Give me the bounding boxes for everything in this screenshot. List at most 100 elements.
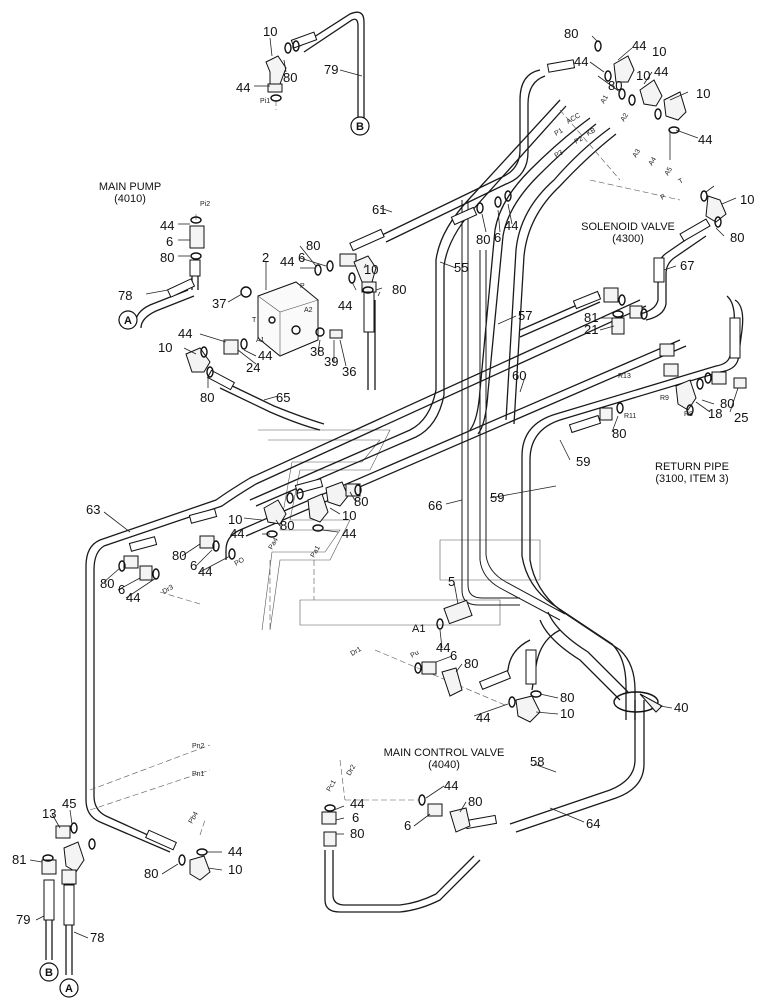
part-number: 80	[280, 518, 294, 533]
part-number: 10	[364, 262, 378, 277]
part-number: 79	[16, 912, 30, 927]
part-number: 81	[12, 852, 26, 867]
manifold-block-2: P T A1 A2	[240, 281, 343, 357]
part-number: 44	[126, 590, 140, 605]
o-rings	[42, 40, 722, 866]
part-number: 44	[230, 526, 244, 541]
port-label-a4: A4	[648, 156, 658, 167]
part-number: 44	[258, 348, 272, 363]
part-number: 44	[338, 298, 352, 313]
part-number: 80	[350, 826, 364, 841]
part-number: 80	[200, 390, 214, 405]
part-number: 80	[730, 230, 744, 245]
part-number: 39	[324, 354, 338, 369]
part-number: 10	[158, 340, 172, 355]
part-number: 78	[118, 288, 132, 303]
port-label-p1: P1	[554, 127, 565, 137]
connector-a-bottom-label: A	[65, 983, 73, 995]
connector-b-top	[350, 116, 370, 136]
part-number: 55	[454, 260, 468, 275]
part-number: 45	[62, 796, 76, 811]
part-number: 40	[674, 700, 688, 715]
part-number: 37	[212, 296, 226, 311]
part-number: 2	[262, 250, 269, 265]
part-number: 80	[468, 794, 482, 809]
part-number: 44	[178, 326, 192, 341]
part-number: 44	[236, 80, 250, 95]
part-number: 44	[654, 64, 668, 79]
port-label-p: P	[300, 283, 305, 290]
part-number-labels: 10 80 79 44 80 44 10 44 10 80 10 44 44 1…	[12, 24, 754, 945]
port-label-a5: A5	[664, 166, 674, 177]
part-number: 13	[42, 806, 56, 821]
part-number: 44	[574, 54, 588, 69]
part-number: 80	[612, 426, 626, 441]
caption-main-pump: MAIN PUMP	[99, 181, 161, 193]
part-number: 6	[190, 558, 197, 573]
part-number: 10	[636, 68, 650, 83]
port-label-a2-sv: A2	[620, 112, 630, 123]
connector-a-left	[118, 310, 138, 330]
port-label-p2: P2	[574, 135, 585, 145]
part-number: 10	[263, 24, 277, 39]
part-number: 6	[298, 250, 305, 265]
port-label-t-sv: T	[678, 177, 686, 186]
part-number: 64	[586, 816, 600, 831]
part-number: 80	[160, 250, 174, 265]
part-number: 80	[476, 232, 490, 247]
port-label-r8: R8	[684, 411, 693, 418]
connectors: B A B A	[39, 116, 370, 998]
caption-main-control-valve-ref: (4040)	[428, 759, 460, 771]
connector-a-bottom	[59, 978, 79, 998]
part-number: 61	[372, 202, 386, 217]
port-label-a-mcv: A1	[412, 623, 425, 635]
part-number: 44	[436, 640, 450, 655]
part-number: 59	[490, 490, 504, 505]
leader-lines	[29, 35, 739, 939]
hose-segments	[43, 31, 741, 926]
port-labels: Pi1 Pi2 A1 A2 A3 A4 A5 ACC KB P1 P2 P3 P…	[162, 94, 694, 825]
part-number: 65	[276, 390, 290, 405]
part-number: 25	[734, 410, 748, 425]
caption-return-pipe: RETURN PIPE	[655, 461, 729, 473]
port-label-a1-sv: A1	[600, 94, 610, 105]
part-number: 21	[584, 322, 598, 337]
part-number: 80	[100, 576, 114, 591]
part-number: 24	[246, 360, 260, 375]
part-number: 79	[324, 62, 338, 77]
background-outline-shapes	[258, 429, 541, 631]
part-number: 80	[172, 548, 186, 563]
port-label-t: T	[252, 317, 257, 324]
part-number: 80	[464, 656, 478, 671]
part-number: 80	[354, 494, 368, 509]
port-label-pb4: Pb4	[188, 811, 200, 825]
port-label-pn2: Pn2	[192, 743, 205, 750]
part-number: 80	[720, 396, 734, 411]
part-number: 44	[228, 844, 242, 859]
port-label-acc: ACC	[566, 112, 582, 125]
captions: MAIN PUMP (4010) SOLENOID VALVE (4300) R…	[99, 181, 729, 771]
part-number: 80	[608, 78, 622, 93]
part-number: 6	[118, 582, 125, 597]
part-number: 44	[160, 218, 174, 233]
part-number: 10	[560, 706, 574, 721]
caption-return-pipe-ref: (3100, ITEM 3)	[655, 473, 728, 485]
port-label-p-sv: P	[660, 193, 668, 202]
part-number: 81	[584, 310, 598, 325]
part-number: 57	[518, 308, 532, 323]
port-label-po: PO	[234, 556, 247, 567]
part-number: 6	[352, 810, 359, 825]
part-number: 10	[228, 512, 242, 527]
part-number: 44	[444, 778, 458, 793]
part-number: 44	[342, 526, 356, 541]
part-number: 44	[504, 218, 518, 233]
part-number: 60	[512, 368, 526, 383]
caption-solenoid-valve-ref: (4300)	[612, 233, 644, 245]
part-number: 10	[342, 508, 356, 523]
port-label-pu: Pu	[410, 649, 421, 659]
part-number: 38	[310, 344, 324, 359]
part-number: 80	[144, 866, 158, 881]
port-label-r13: R13	[618, 373, 631, 380]
port-label-r9: R9	[660, 395, 669, 402]
